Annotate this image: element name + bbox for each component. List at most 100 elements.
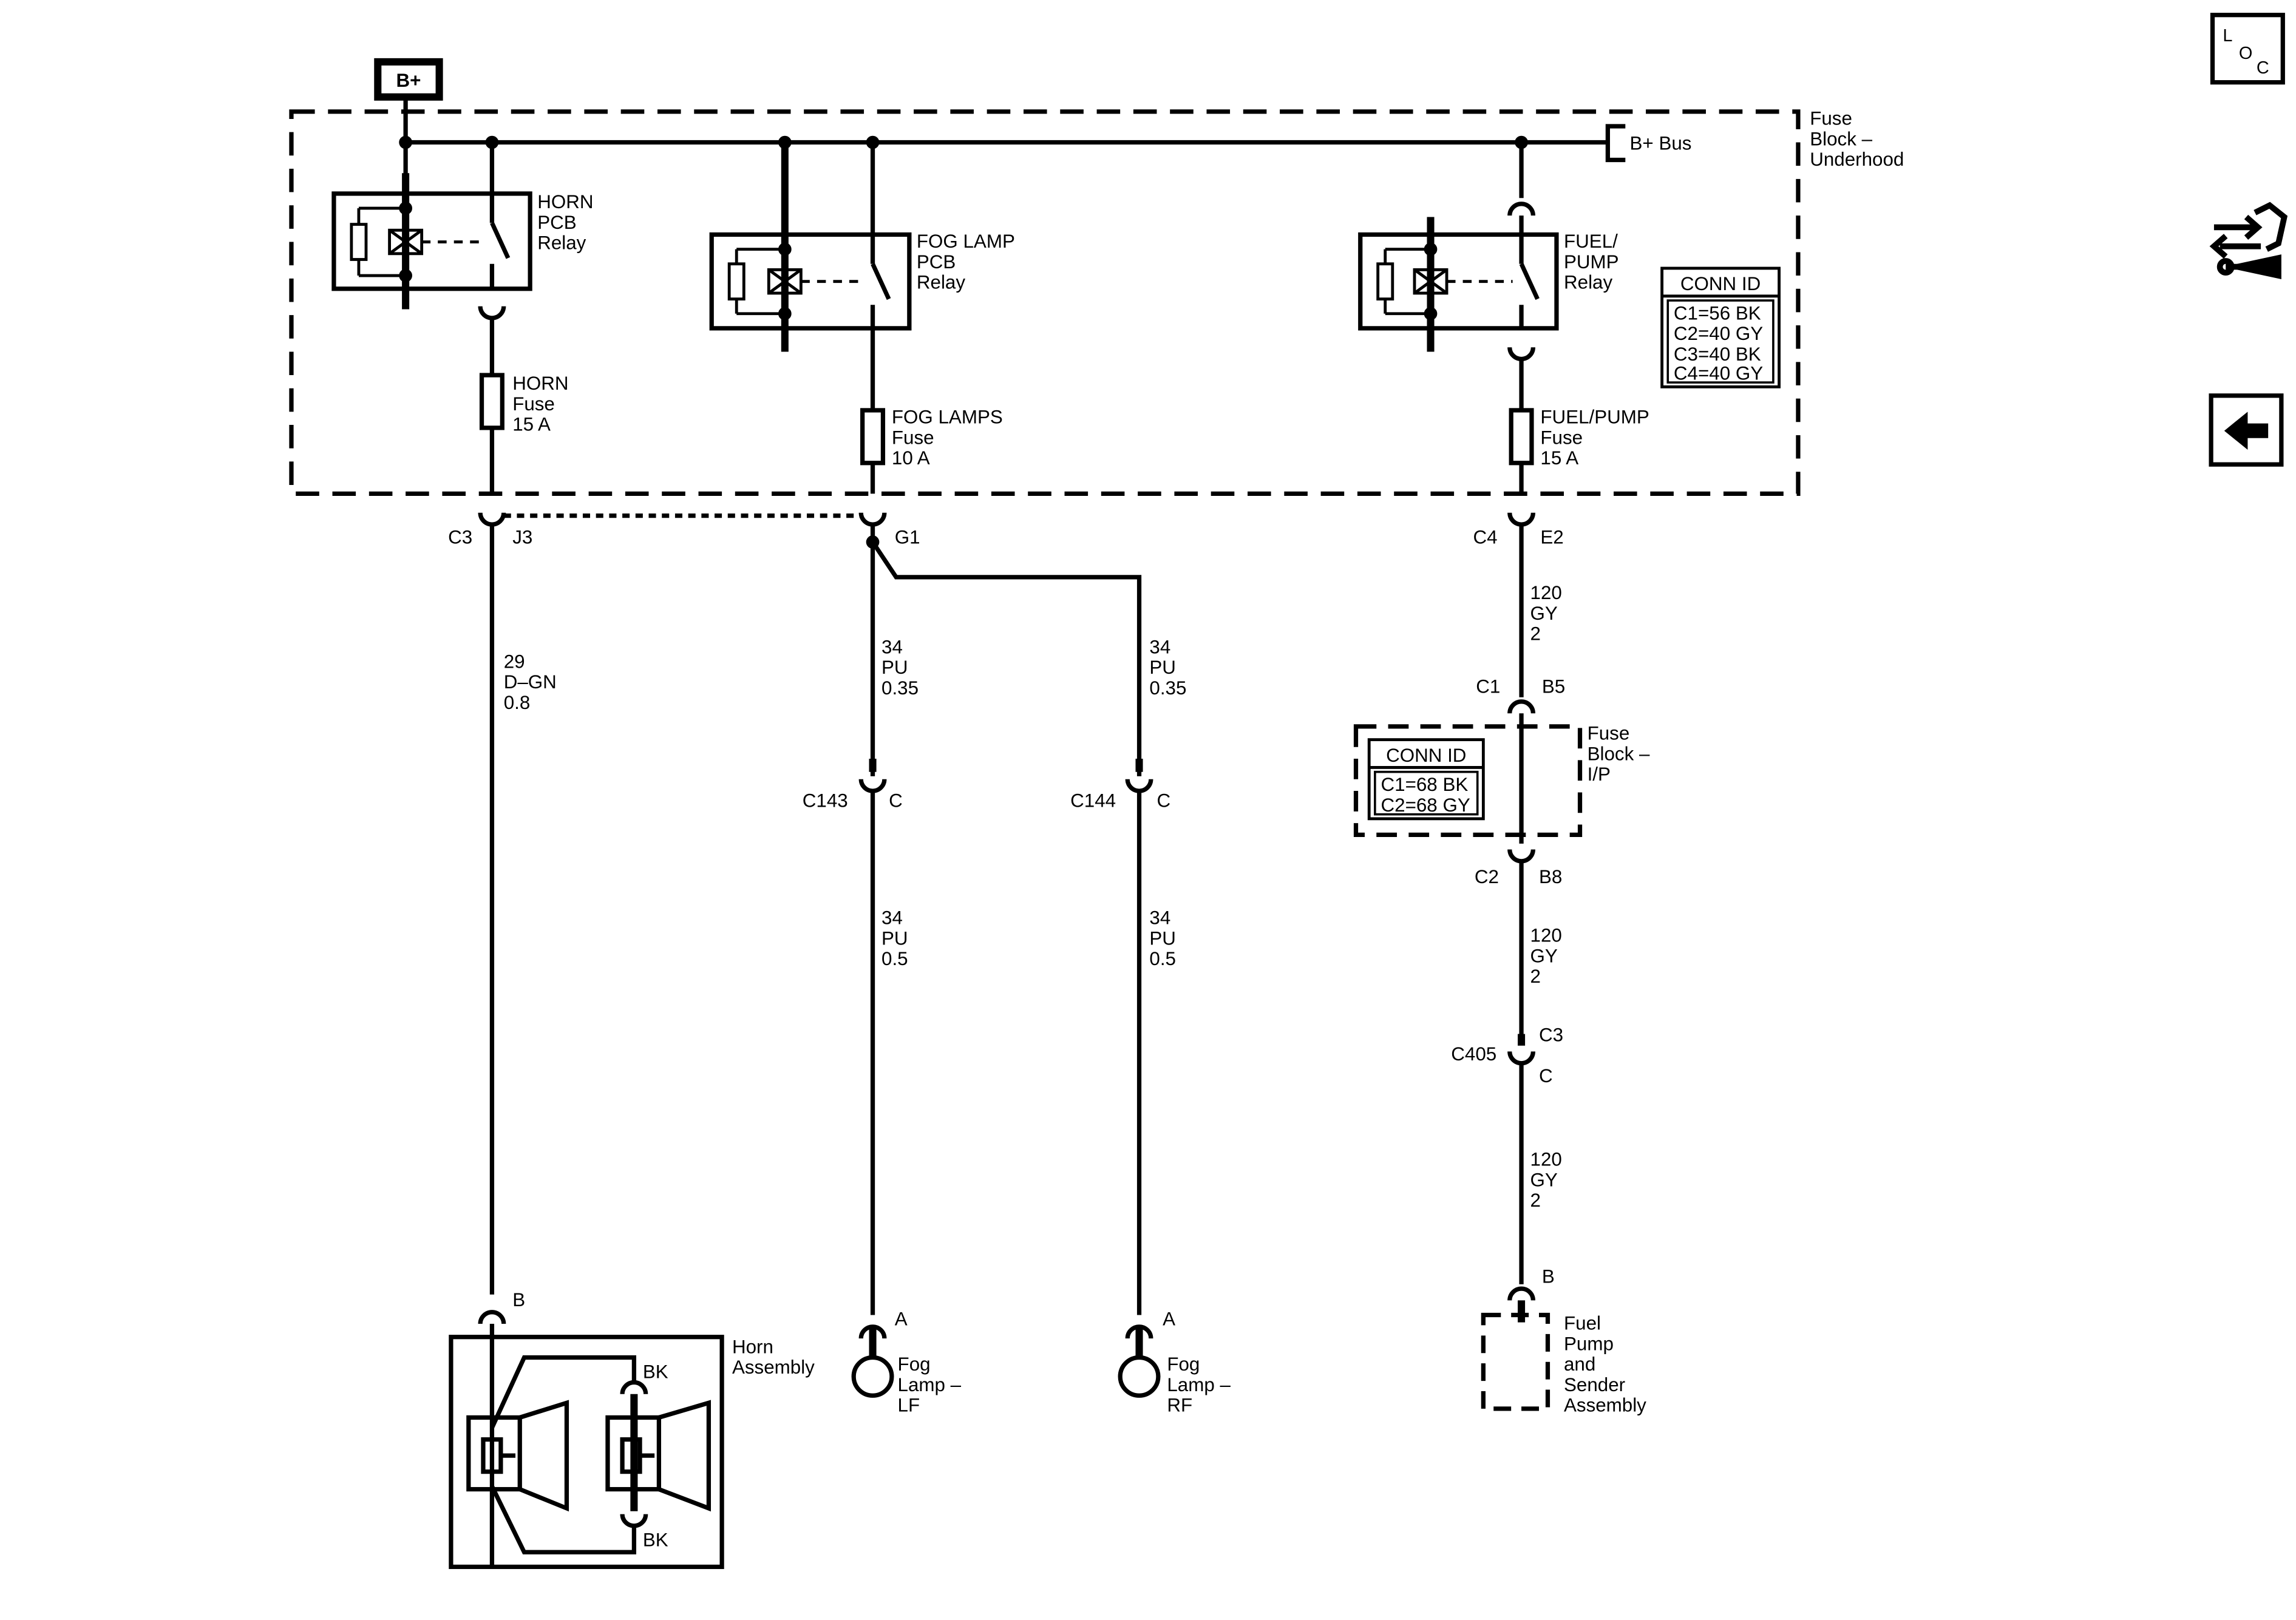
battery-source-box xyxy=(374,58,443,101)
fog-relay-label: Relay xyxy=(917,272,965,293)
fog-lamp-rf-label: RF xyxy=(1167,1395,1192,1416)
fuel-fuse-label: 15 A xyxy=(1540,447,1578,469)
connector-label: C3 xyxy=(1539,1025,1563,1046)
horn-relay xyxy=(331,142,532,376)
fog-relay-label: PCB xyxy=(917,251,956,273)
wire-label: GY xyxy=(1530,945,1558,966)
wire-label: 29 xyxy=(504,651,525,672)
fog-fuse-label: 10 A xyxy=(892,447,930,469)
fuse-block-ip-outline xyxy=(1353,724,1583,838)
wire-label: 0.5 xyxy=(1149,948,1176,969)
loc-letter: C xyxy=(2257,58,2269,78)
underhood-conn-id-line: C4=40 GY xyxy=(1674,362,1763,384)
fog-connector-g1 xyxy=(858,512,887,527)
pin-label: B xyxy=(1542,1266,1555,1287)
horn-relay-label: PCB xyxy=(537,212,576,233)
fuel-pump-fuse xyxy=(1509,408,1534,466)
fuse-block-underhood-label: Block – xyxy=(1810,128,1872,149)
fuse-block-underhood-label: Underhood xyxy=(1810,149,1904,170)
loc-letter: L xyxy=(2223,26,2232,46)
wire-label: 120 xyxy=(1530,924,1562,946)
wire-label: PU xyxy=(881,927,908,949)
wire-label: 120 xyxy=(1530,1149,1562,1170)
horn-assembly-label: Horn xyxy=(732,1336,773,1357)
connector-label: C xyxy=(1539,1065,1553,1086)
location-view-icon[interactable] xyxy=(2210,13,2285,85)
horn-fuse-label: 15 A xyxy=(512,414,551,435)
horn-relay-label: HORN xyxy=(537,191,593,212)
loc-letter: O xyxy=(2239,44,2253,63)
fuel-pump-sender-outline xyxy=(1481,1312,1550,1411)
horn-connector-c3-j3 xyxy=(478,512,506,527)
connector-label: E2 xyxy=(1540,526,1563,547)
fog-lamps-fuse xyxy=(860,408,886,466)
connector-label: C xyxy=(1156,790,1170,812)
fuel-connector-c4-e2 xyxy=(1507,512,1535,527)
wire-label: 34 xyxy=(1149,907,1170,929)
wire-label: D–GN xyxy=(504,671,557,693)
fuel-pump-label: Fuel xyxy=(1564,1313,1601,1334)
fog-lamp-rf-label: Lamp – xyxy=(1167,1374,1231,1395)
connector-label: C405 xyxy=(1451,1043,1496,1065)
connector-label: G1 xyxy=(895,526,920,547)
fuel-pump-relay xyxy=(1358,142,1559,410)
fog-relay-label: FOG LAMP xyxy=(917,231,1015,252)
fog-lamp-rf xyxy=(1118,1355,1161,1398)
underhood-conn-id-line: C2=40 GY xyxy=(1674,323,1763,344)
back-arrow-icon[interactable] xyxy=(2209,393,2284,467)
connector-label: C3 xyxy=(448,526,472,547)
wire-label: 2 xyxy=(1530,1190,1541,1211)
fuel-pump-label: Sender xyxy=(1564,1374,1625,1395)
fog-rf-wire-upper xyxy=(871,541,1142,776)
ip-conn-id-box xyxy=(1367,738,1485,821)
fuel-relay-label: Relay xyxy=(1564,272,1612,293)
horn-fuse xyxy=(479,373,504,430)
wire-label: 120 xyxy=(1530,582,1562,603)
fuse-block-ip-label: Block – xyxy=(1588,743,1650,764)
horn-fuse-label: HORN xyxy=(512,373,568,394)
connector-repair-icon[interactable] xyxy=(2209,202,2288,280)
horn-fuse-label: Fuse xyxy=(512,393,555,415)
fog-lamp-lf-label: Fog xyxy=(898,1354,931,1375)
connector-c405 xyxy=(1507,1051,1535,1066)
fog-fuse-label: FOG LAMPS xyxy=(892,407,1003,428)
fuel-pump-label: Assembly xyxy=(1564,1395,1646,1416)
wire-label: 2 xyxy=(1530,966,1541,987)
wire-label: PU xyxy=(1149,657,1176,678)
wire-label: 0.35 xyxy=(881,677,919,699)
fog-fuse-label: Fuse xyxy=(892,427,934,448)
connector-label: C143 xyxy=(803,790,848,812)
connector-c144 xyxy=(1125,779,1153,793)
fuse-block-ip-label: I/P xyxy=(1588,764,1611,785)
fuel-fuse-label: FUEL/PUMP xyxy=(1540,407,1649,428)
fog-lamp-relay xyxy=(709,142,912,410)
b-plus-bus-connector xyxy=(1605,124,1626,163)
wire-label: 0.35 xyxy=(1149,677,1186,699)
pin-label: A xyxy=(895,1308,908,1329)
fog-lamp-lf xyxy=(851,1355,894,1398)
ip-conn-id-line: C1=68 BK xyxy=(1381,774,1469,795)
fuse-block-underhood-label: Fuse xyxy=(1810,108,1852,129)
connector-c143 xyxy=(858,779,887,793)
wire-label: GY xyxy=(1530,603,1558,624)
b-plus-bus-label: B+ Bus xyxy=(1630,133,1692,154)
connector-label: J3 xyxy=(512,526,532,547)
fuel-pump-label: Pump xyxy=(1564,1333,1614,1354)
ground-label: BK xyxy=(643,1530,668,1551)
wire-label: 2 xyxy=(1530,623,1541,645)
connector-label: C2 xyxy=(1475,866,1499,887)
connector-label: C1 xyxy=(1476,676,1500,697)
underhood-conn-id-box xyxy=(1660,266,1781,388)
connector-label: C xyxy=(889,790,903,812)
wire-label: GY xyxy=(1530,1169,1558,1190)
connector-label: B5 xyxy=(1542,676,1565,697)
ground-label: BK xyxy=(643,1361,668,1382)
underhood-conn-id-title: CONN ID xyxy=(1680,273,1761,294)
fuel-pump-connector xyxy=(1507,1286,1535,1301)
wire-label: PU xyxy=(881,657,908,678)
fog-lamp-rf-label: Fog xyxy=(1167,1354,1200,1375)
b-plus-label: B+ xyxy=(396,70,421,91)
connector-label: C4 xyxy=(1473,526,1497,547)
fuel-relay-label: PUMP xyxy=(1564,251,1619,273)
